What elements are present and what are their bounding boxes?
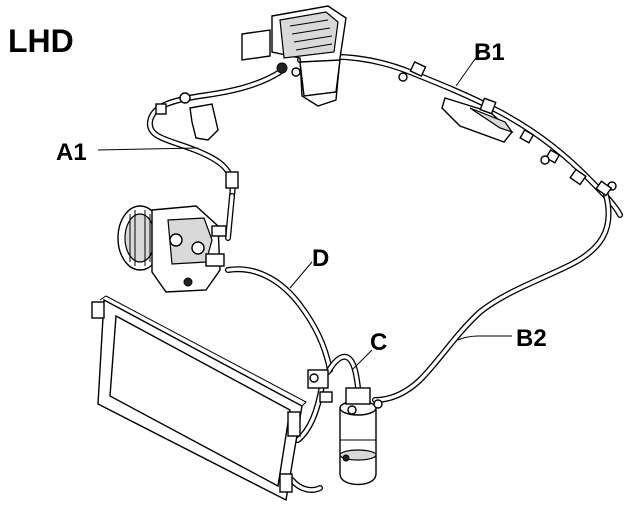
pipe-a1 — [146, 69, 283, 241]
leader-b1 — [455, 51, 481, 87]
leader-b2 — [457, 335, 512, 341]
label-c: C — [370, 329, 387, 356]
leader-lines — [97, 51, 512, 371]
pipe-condenser-link — [289, 382, 325, 493]
leader-a1 — [97, 147, 199, 151]
label-b1: B1 — [474, 39, 505, 66]
label-d: D — [312, 245, 329, 272]
fittings-b1 — [398, 61, 617, 197]
leader-d — [289, 261, 313, 289]
leader-c — [351, 349, 373, 371]
pipe-d — [225, 266, 333, 373]
label-b2: B2 — [516, 325, 547, 352]
receiver-drier — [339, 387, 383, 486]
muffler-b1 — [441, 97, 514, 143]
condenser — [91, 295, 307, 502]
pipe-b2 — [372, 192, 612, 403]
fittings-c — [307, 369, 333, 403]
bracket-a1 — [155, 92, 239, 189]
label-a1: A1 — [56, 139, 87, 166]
drive-side-title: LHD — [8, 23, 74, 59]
compressor — [117, 205, 227, 293]
pipe-b1 — [297, 53, 623, 218]
evaporator-unit — [241, 5, 347, 107]
